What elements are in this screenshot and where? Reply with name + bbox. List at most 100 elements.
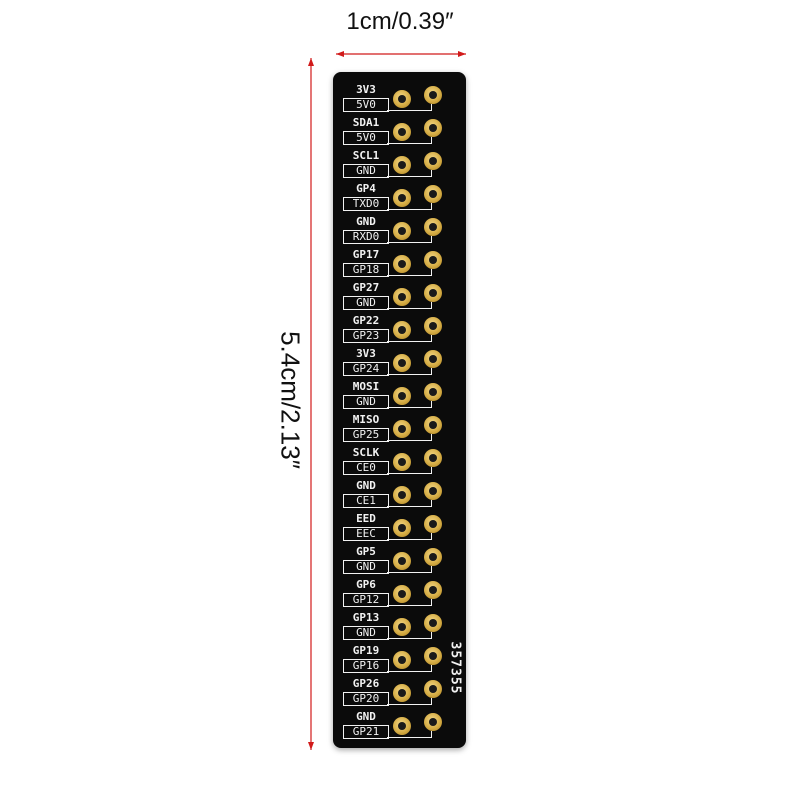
silkscreen-trace [387, 605, 431, 606]
pin-label-top: GP13 [352, 611, 380, 624]
solder-pad-right [424, 185, 442, 203]
silkscreen-trace [431, 137, 432, 144]
silkscreen-trace [387, 110, 431, 111]
silkscreen-trace [387, 704, 431, 705]
pin-label-top: SCL1 [352, 149, 380, 162]
pin-label-top: GP4 [356, 182, 376, 195]
solder-pad-right [424, 680, 442, 698]
silkscreen-trace [387, 506, 431, 507]
silkscreen-trace [431, 533, 432, 540]
pin-label-bottom: GP23 [343, 329, 389, 343]
solder-pad-left [393, 156, 411, 174]
silkscreen-trace [431, 236, 432, 243]
solder-pad-right [424, 482, 442, 500]
solder-pad-right [424, 515, 442, 533]
silkscreen-trace [431, 269, 432, 276]
solder-pad-left [393, 123, 411, 141]
silkscreen-trace [387, 143, 431, 144]
solder-pad-right [424, 449, 442, 467]
silkscreen-trace [431, 665, 432, 672]
solder-pad-right [424, 614, 442, 632]
silkscreen-trace [387, 473, 431, 474]
pin-label-top: GP27 [352, 281, 380, 294]
pin-label-top: GP22 [352, 314, 380, 327]
silkscreen-trace [431, 104, 432, 111]
solder-pad-left [393, 684, 411, 702]
silkscreen-trace [387, 374, 431, 375]
solder-pad-left [393, 321, 411, 339]
solder-pad-left [393, 222, 411, 240]
silkscreen-trace [431, 401, 432, 408]
silkscreen-trace [387, 275, 431, 276]
solder-pad-left [393, 387, 411, 405]
silkscreen-trace [431, 434, 432, 441]
solder-pad-left [393, 255, 411, 273]
silkscreen-trace [431, 467, 432, 474]
solder-pad-right [424, 317, 442, 335]
solder-pad-right [424, 284, 442, 302]
pin-label-bottom: 5V0 [343, 98, 389, 112]
pin-label-top: GND [356, 215, 376, 228]
silkscreen-trace [387, 176, 431, 177]
pin-label-top: GND [356, 710, 376, 723]
pin-label-bottom: 5V0 [343, 131, 389, 145]
pin-label-bottom: GND [343, 626, 389, 640]
silkscreen-trace [431, 335, 432, 342]
solder-pad-right [424, 713, 442, 731]
solder-pad-left [393, 453, 411, 471]
solder-pad-right [424, 350, 442, 368]
pin-label-bottom: CE0 [343, 461, 389, 475]
pin-label-top: GP17 [352, 248, 380, 261]
pin-label-top: GP19 [352, 644, 380, 657]
silkscreen-trace [431, 599, 432, 606]
width-dimension-label: 1cm/0.39″ [346, 8, 454, 35]
silkscreen-trace [387, 341, 431, 342]
solder-pad-left [393, 552, 411, 570]
solder-pad-right [424, 581, 442, 599]
solder-pad-right [424, 86, 442, 104]
silkscreen-trace [431, 698, 432, 705]
pin-label-bottom: GND [343, 560, 389, 574]
solder-pad-left [393, 288, 411, 306]
pin-label-top: GP5 [356, 545, 376, 558]
pin-label-bottom: GP20 [343, 692, 389, 706]
solder-pad-left [393, 717, 411, 735]
silkscreen-trace [387, 440, 431, 441]
solder-pad-right [424, 416, 442, 434]
silkscreen-trace [431, 203, 432, 210]
solder-pad-left [393, 486, 411, 504]
pin-label-top: GP26 [352, 677, 380, 690]
pin-label-top: GND [356, 479, 376, 492]
pin-label-bottom: GND [343, 164, 389, 178]
pin-label-bottom: GP16 [343, 659, 389, 673]
silkscreen-trace [387, 572, 431, 573]
pin-label-bottom: GP12 [343, 593, 389, 607]
silkscreen-trace [387, 638, 431, 639]
silkscreen-trace [387, 539, 431, 540]
solder-pad-right [424, 383, 442, 401]
height-dimension-label: 5.4cm/2.13″ [275, 331, 306, 469]
solder-pad-right [424, 218, 442, 236]
pin-label-bottom: GP24 [343, 362, 389, 376]
pin-label-bottom: GND [343, 296, 389, 310]
silkscreen-trace [387, 308, 431, 309]
pin-label-bottom: TXD0 [343, 197, 389, 211]
solder-pad-right [424, 647, 442, 665]
solder-pad-left [393, 354, 411, 372]
silkscreen-trace [431, 368, 432, 375]
pin-label-bottom: GND [343, 395, 389, 409]
solder-pad-left [393, 651, 411, 669]
solder-pad-left [393, 519, 411, 537]
